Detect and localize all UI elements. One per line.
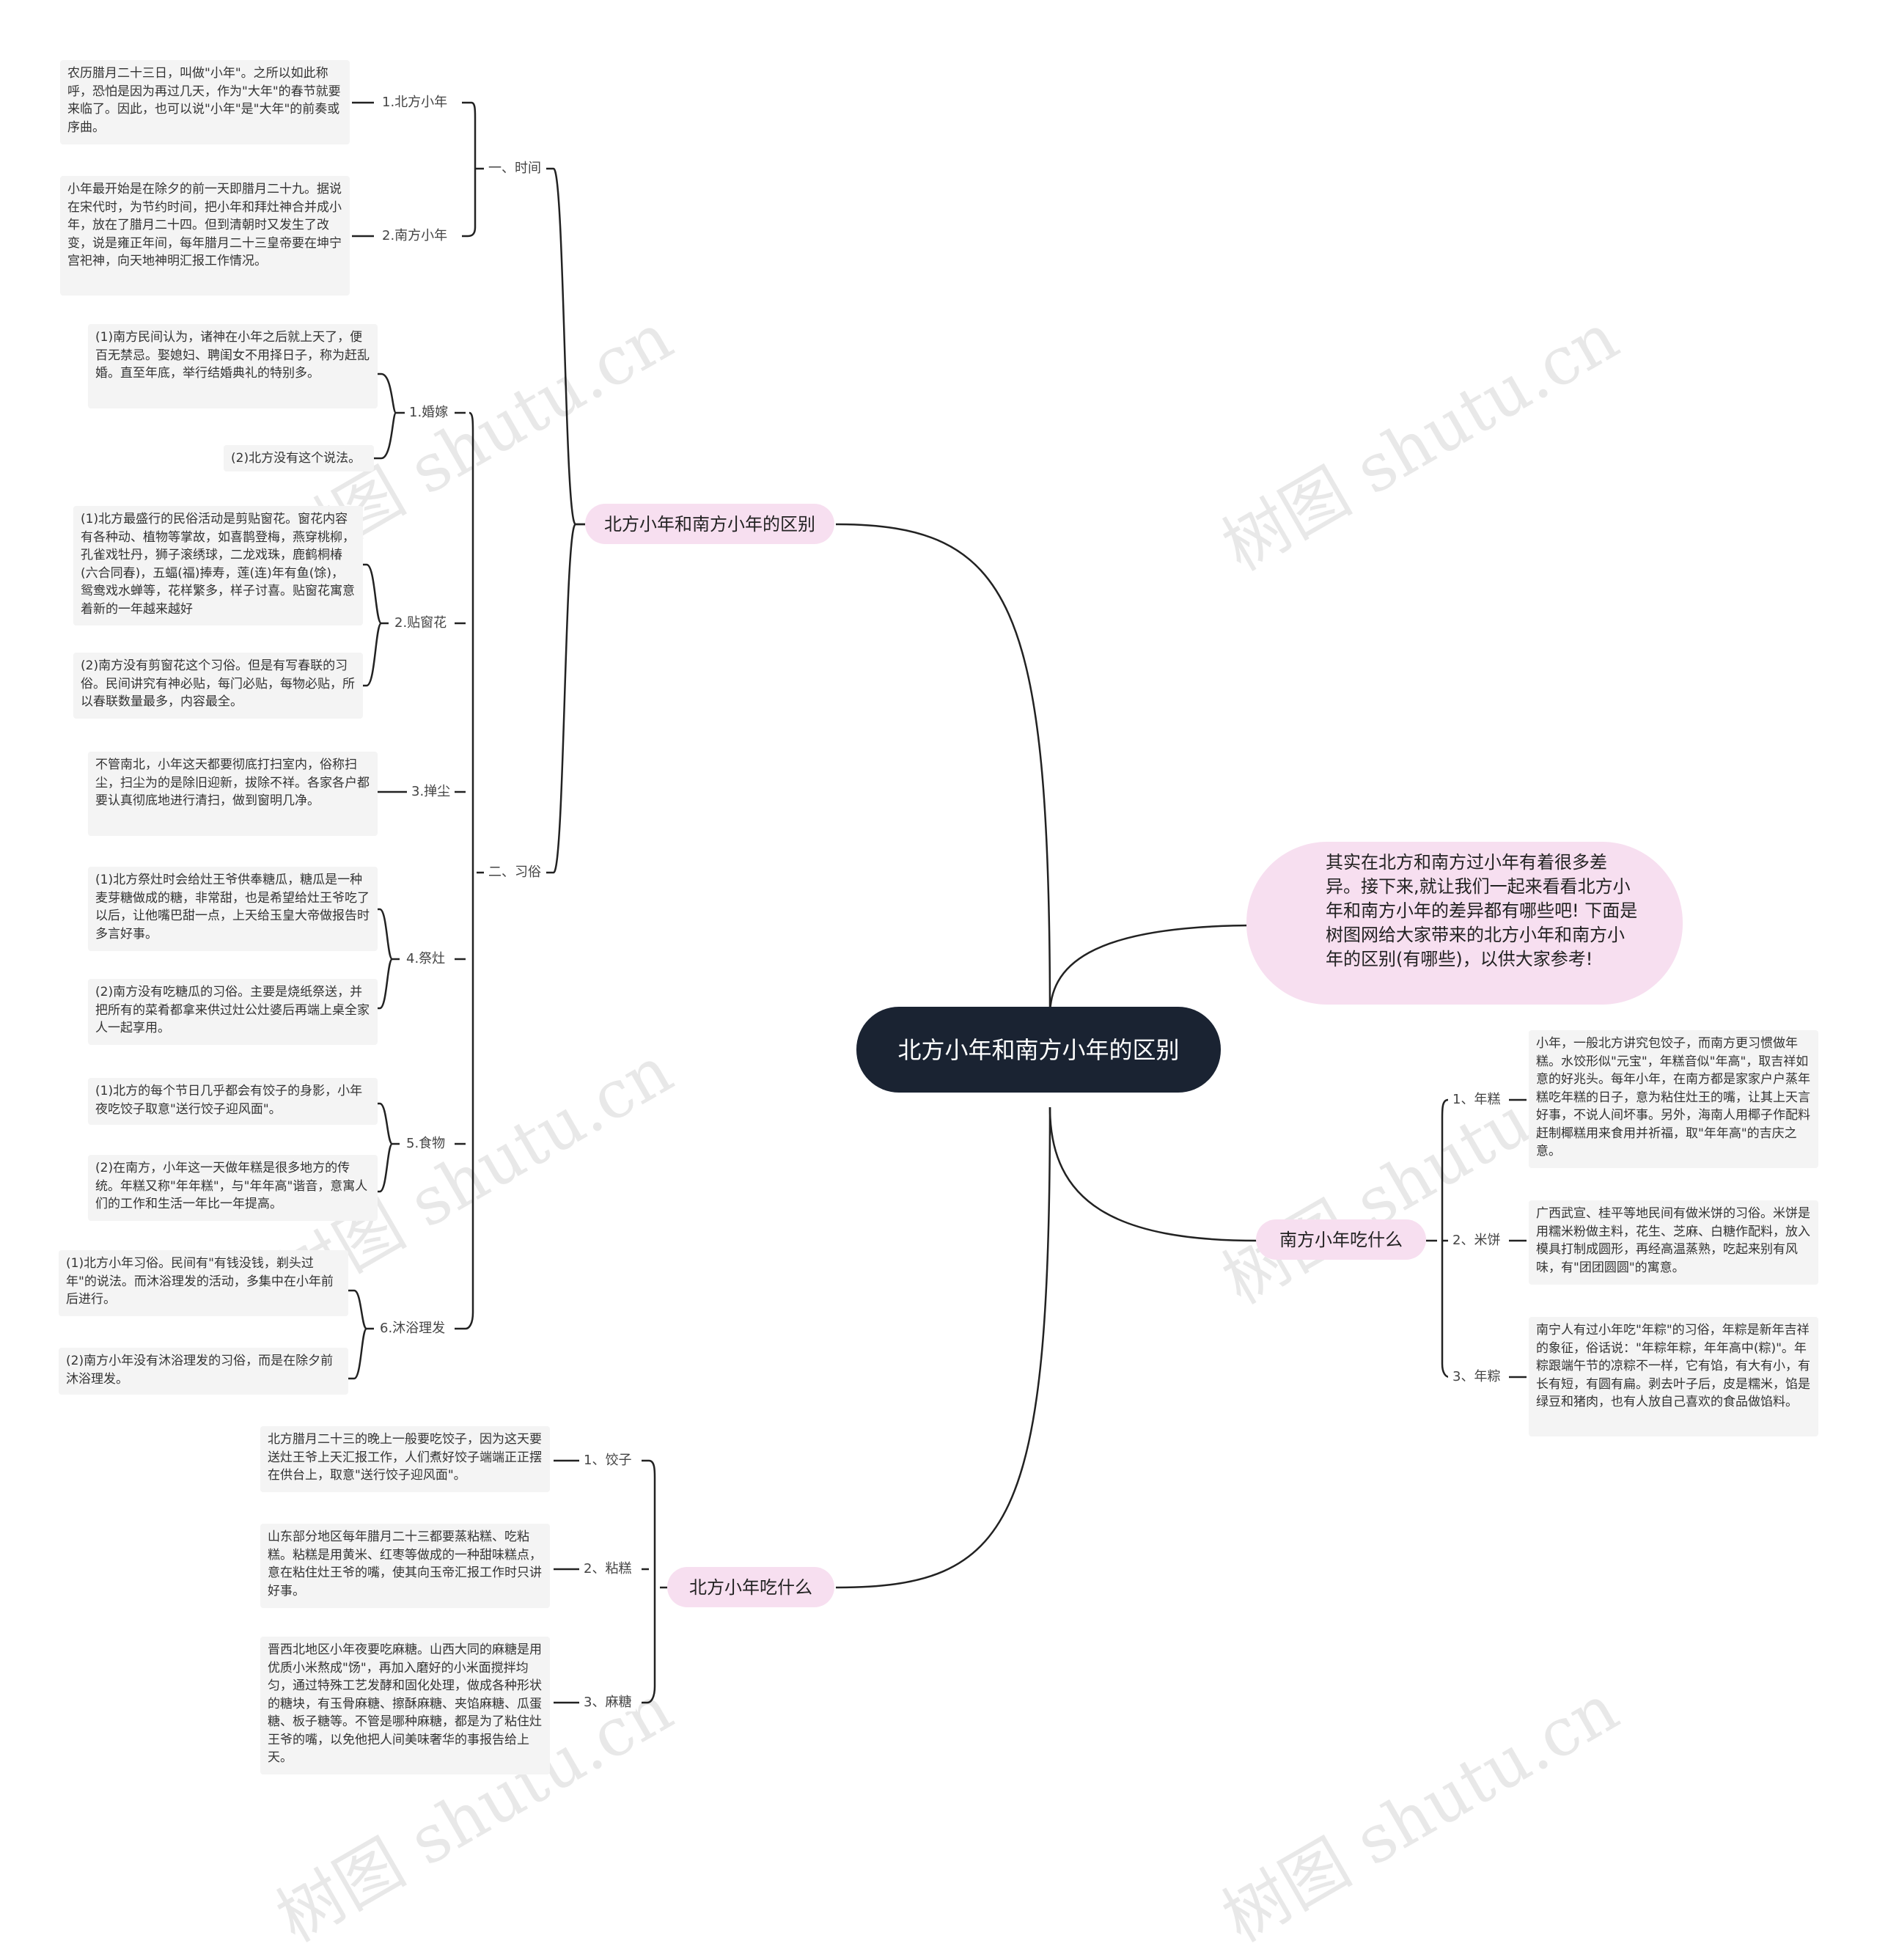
leaf-window-north: (1)北方最盛行的民俗活动是剪贴窗花。窗花内容有各种动、植物等掌故，如喜鹊登梅，… xyxy=(73,506,363,625)
subtopic-south-xiaonian[interactable]: 2.南方小年 xyxy=(378,227,452,245)
leaf-stove-north: (1)北方祭灶时会给灶王爷供奉糖瓜，糖瓜是一种麦芽糖做成的糖，非常甜，也是希望给… xyxy=(88,867,378,951)
subtopic-north-xiaonian[interactable]: 1.北方小年 xyxy=(378,94,452,111)
leaf-sticky-cake: 山东部分地区每年腊月二十三都要蒸粘糕、吃粘糕。粘糕是用黄米、红枣等做成的一种甜味… xyxy=(260,1524,550,1608)
leaf-dumplings: 北方腊月二十三的晚上一般要吃饺子，因为这天要送灶王爷上天汇报工作，人们煮好饺子端… xyxy=(260,1426,550,1492)
leaf-rice-biscuit: 广西武宣、桂平等地民间有做米饼的习俗。米饼是用糯米粉做主料，花生、芝麻、白糖作配… xyxy=(1529,1200,1818,1285)
subtopic-time[interactable]: 一、时间 xyxy=(484,160,546,177)
link-root-intro xyxy=(1048,924,1258,1016)
leaf-wedding-south: (1)南方民间认为，诸神在小年之后就上天了，便百无禁忌。娶媳妇、聘闺女不用择日子… xyxy=(88,324,378,408)
leaf-rice-cake: 小年，一般北方讲究包饺子，而南方更习惯做年糕。水饺形似"元宝"，年糕音似"年高"… xyxy=(1529,1030,1818,1168)
leaf-north-xiaonian: 农历腊月二十三日，叫做"小年"。之所以如此称呼，恐怕是因为再过几天，作为"大年"… xyxy=(60,60,350,144)
subtopic-wedding[interactable]: 1.婚嫁 xyxy=(405,404,453,422)
link-food-leaves xyxy=(370,1102,400,1193)
leaf-food-north: (1)北方的每个节日几乎都会有饺子的身影，小年夜吃饺子取意"送行饺子迎风面"。 xyxy=(88,1078,378,1125)
link-northfood-leaves xyxy=(554,1459,579,1704)
branch-south-food[interactable]: 南方小年吃什么 xyxy=(1256,1219,1426,1260)
subtopic-custom[interactable]: 二、习俗 xyxy=(484,864,546,881)
subtopic-sesame-candy[interactable]: 3、麻糖 xyxy=(579,1694,636,1711)
branch-north-food[interactable]: 北方小年吃什么 xyxy=(667,1567,834,1607)
link-root-northfood xyxy=(835,1106,1051,1589)
subtopic-dusting[interactable]: 3.掸尘 xyxy=(407,783,455,801)
link-southfood-leaves xyxy=(1509,1098,1527,1379)
leaf-bath-south: (2)南方小年没有沐浴理发的习俗，而是在除夕前沐浴理发。 xyxy=(59,1348,348,1395)
link-diff-custom xyxy=(546,523,585,874)
subtopic-stove-worship[interactable]: 4.祭灶 xyxy=(402,950,450,968)
link-stove-leaves xyxy=(370,908,400,1010)
link-root-southfood xyxy=(1048,1106,1258,1242)
leaf-food-south: (2)在南方，小年这一天做年糕是很多地方的传统。年糕又称"年年糕"，与"年年高"… xyxy=(88,1155,378,1221)
leaf-wedding-north: (2)北方没有这个说法。 xyxy=(224,445,374,471)
subtopic-rice-cake[interactable]: 1、年糕 xyxy=(1448,1091,1505,1109)
branch-diff[interactable]: 北方小年和南方小年的区别 xyxy=(585,504,834,544)
subtopic-bathing-haircut[interactable]: 6.沐浴理发 xyxy=(375,1320,450,1337)
link-bath-leaves xyxy=(345,1289,374,1380)
link-diff-time xyxy=(546,167,585,526)
link-northfood-bracket xyxy=(642,1459,667,1704)
leaf-south-xiaonian: 小年最开始是在除夕的前一天即腊月二十九。据说在宋代时，为节约时间，把小年和拜灶神… xyxy=(60,176,350,296)
subtopic-window-flower[interactable]: 2.贴窗花 xyxy=(390,614,452,632)
leaf-stove-south: (2)南方没有吃糖瓜的习俗。主要是烧纸祭送，并把所有的菜肴都拿来供过灶公灶婆后再… xyxy=(88,979,378,1045)
subtopic-food-custom[interactable]: 5.食物 xyxy=(402,1135,450,1153)
intro-topic[interactable]: 其实在北方和南方过小年有着很多差异。接下来,就让我们一起来看看北方小年和南方小年… xyxy=(1246,842,1683,1005)
link-time-bracket xyxy=(462,101,484,238)
subtopic-sticky-cake[interactable]: 2、粘糕 xyxy=(579,1560,636,1578)
leaf-dusting: 不管南北，小年这天都要彻底打扫室内，俗称扫尘，扫尘为的是除旧迎新，拔除不祥。各家… xyxy=(88,752,378,836)
leaf-new-year-zongzi: 南宁人有过小年吃"年粽"的习俗，年粽是新年吉祥的象征，俗话说："年粽年粽，年年高… xyxy=(1529,1317,1818,1436)
leaf-sesame-candy: 晋西北地区小年夜要吃麻糖。山西大同的麻糖是用优质小米熬成"饧"，再加入磨好的小米… xyxy=(260,1637,550,1774)
root-topic[interactable]: 北方小年和南方小年的区别 xyxy=(856,1007,1221,1093)
subtopic-new-year-zongzi[interactable]: 3、年粽 xyxy=(1448,1368,1505,1386)
leaf-bath-north: (1)北方小年习俗。民间有"有钱没钱，剃头过年"的说法。而沐浴理发的活动，多集中… xyxy=(59,1250,348,1316)
link-custom-bracket xyxy=(455,411,484,1330)
connector-lines xyxy=(345,101,1527,1704)
leaf-window-south: (2)南方没有剪窗花这个习俗。但是有写春联的习俗。民间讲究有神必贴，每门必贴，每… xyxy=(73,653,363,719)
link-window-leaves xyxy=(358,563,389,687)
link-root-diff xyxy=(835,523,1051,1016)
link-wedding-leaves xyxy=(370,372,407,460)
subtopic-dumplings[interactable]: 1、饺子 xyxy=(579,1452,636,1469)
link-time-leaves xyxy=(352,101,374,238)
subtopic-rice-biscuit[interactable]: 2、米饼 xyxy=(1448,1232,1505,1249)
